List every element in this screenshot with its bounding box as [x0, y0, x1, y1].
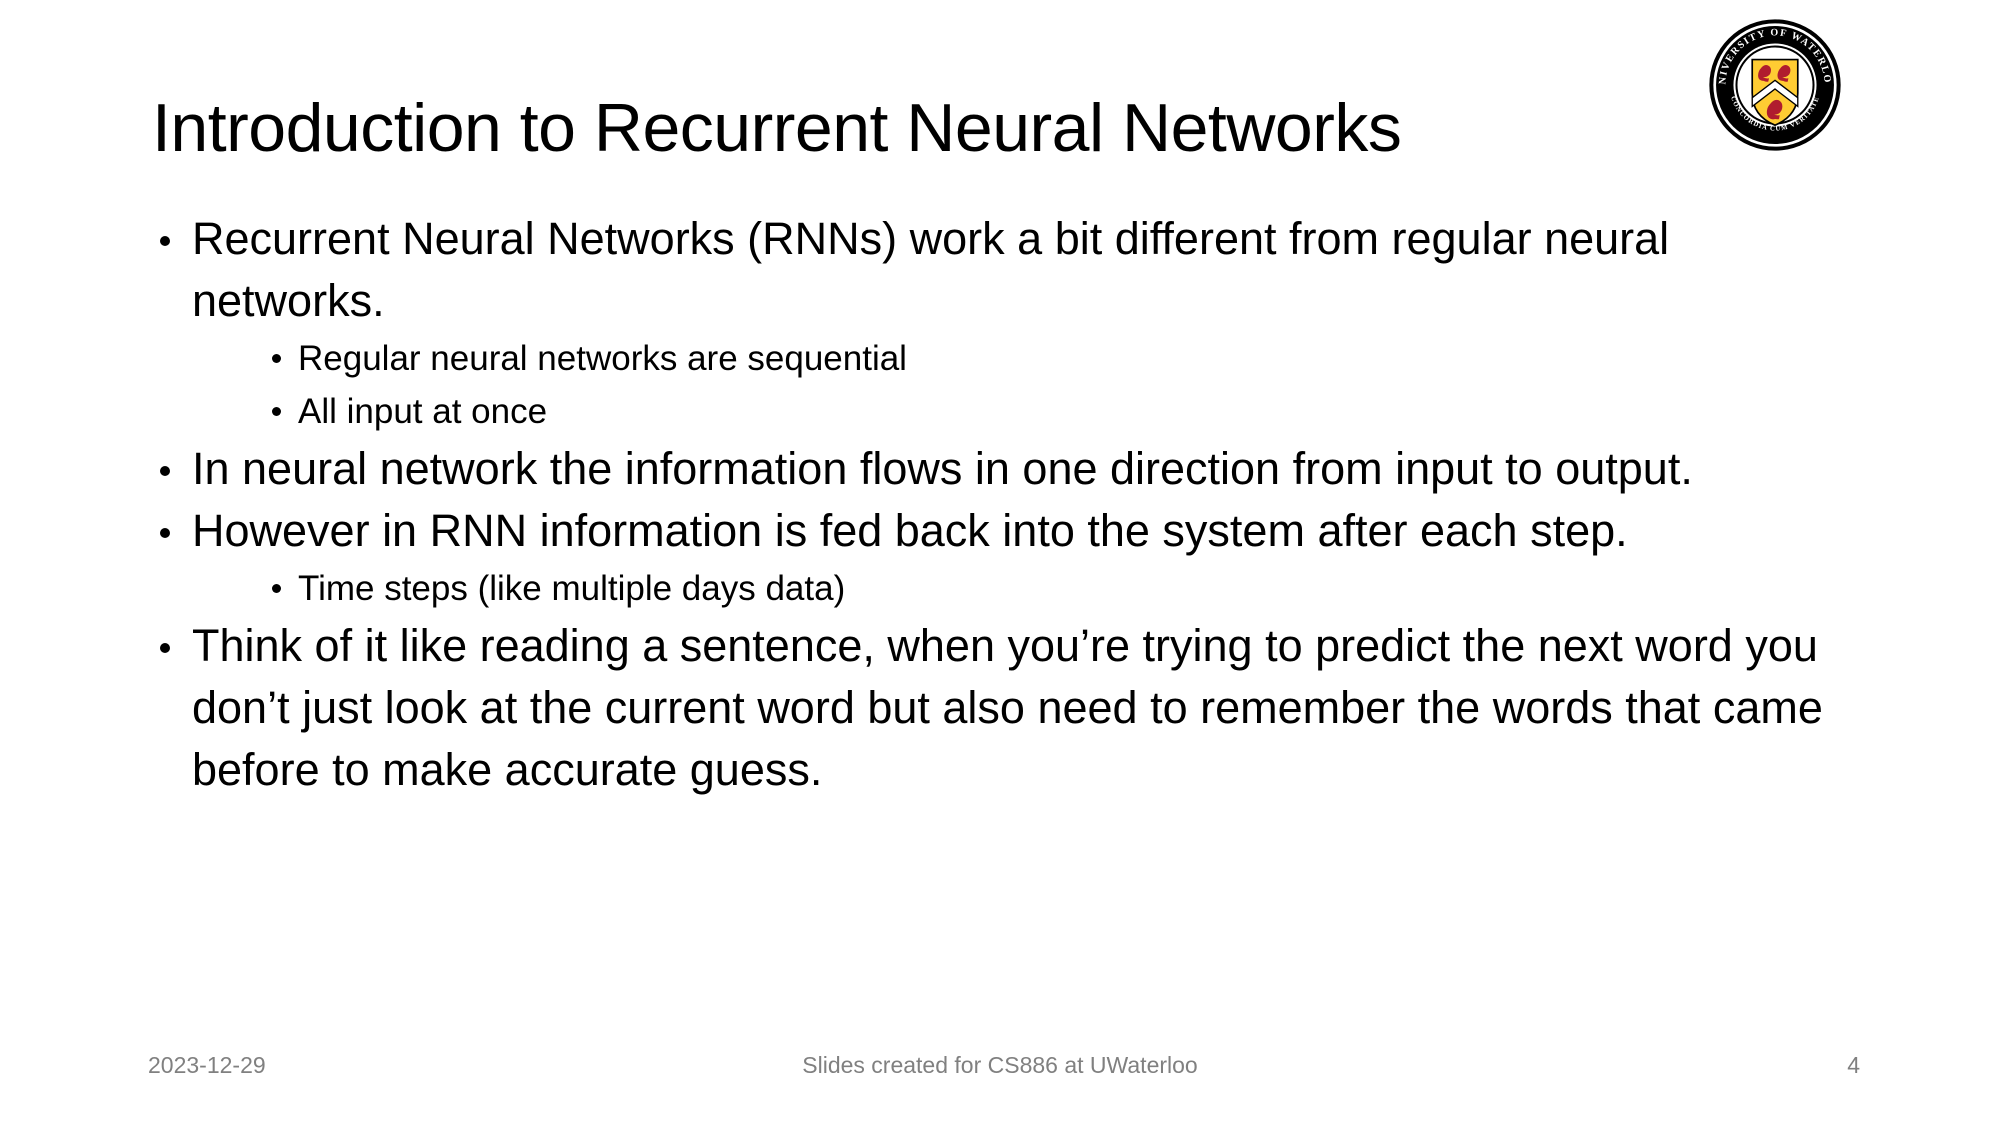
bullet-text: In neural network the information flows …	[192, 443, 1693, 494]
bullet-text: All input at once	[298, 392, 548, 431]
bullet-list-level-2: Regular neural networks are sequential A…	[192, 332, 1852, 438]
list-item: Regular neural networks are sequential	[264, 332, 1852, 385]
slide-body: Recurrent Neural Networks (RNNs) work a …	[152, 208, 1852, 801]
slide-footer: 2023-12-29 Slides created for CS886 at U…	[0, 1052, 2000, 1092]
list-item: Time steps (like multiple days data)	[264, 562, 1852, 615]
bullet-list-level-1: Recurrent Neural Networks (RNNs) work a …	[152, 208, 1852, 801]
footer-center-text: Slides created for CS886 at UWaterloo	[802, 1052, 1198, 1078]
bullet-list-level-2: Time steps (like multiple days data)	[192, 562, 1852, 615]
page-title: Introduction to Recurrent Neural Network…	[152, 90, 1402, 166]
bullet-text: However in RNN information is fed back i…	[192, 505, 1628, 556]
list-item: In neural network the information flows …	[152, 438, 1852, 500]
bullet-text: Recurrent Neural Networks (RNNs) work a …	[192, 213, 1670, 326]
slide-number: 4	[1847, 1052, 1860, 1078]
list-item: All input at once	[264, 385, 1852, 438]
bullet-text: Regular neural networks are sequential	[298, 339, 907, 378]
bullet-text: Think of it like reading a sentence, whe…	[192, 620, 1823, 795]
bullet-text: Time steps (like multiple days data)	[298, 569, 846, 608]
footer-date: 2023-12-29	[148, 1052, 266, 1078]
list-item: However in RNN information is fed back i…	[152, 500, 1852, 615]
university-of-waterloo-logo-icon: UNIVERSITY OF WATERLOO CONCORDIA CUM VER…	[1697, 18, 1853, 152]
list-item: Recurrent Neural Networks (RNNs) work a …	[152, 208, 1852, 438]
list-item: Think of it like reading a sentence, whe…	[152, 615, 1852, 801]
